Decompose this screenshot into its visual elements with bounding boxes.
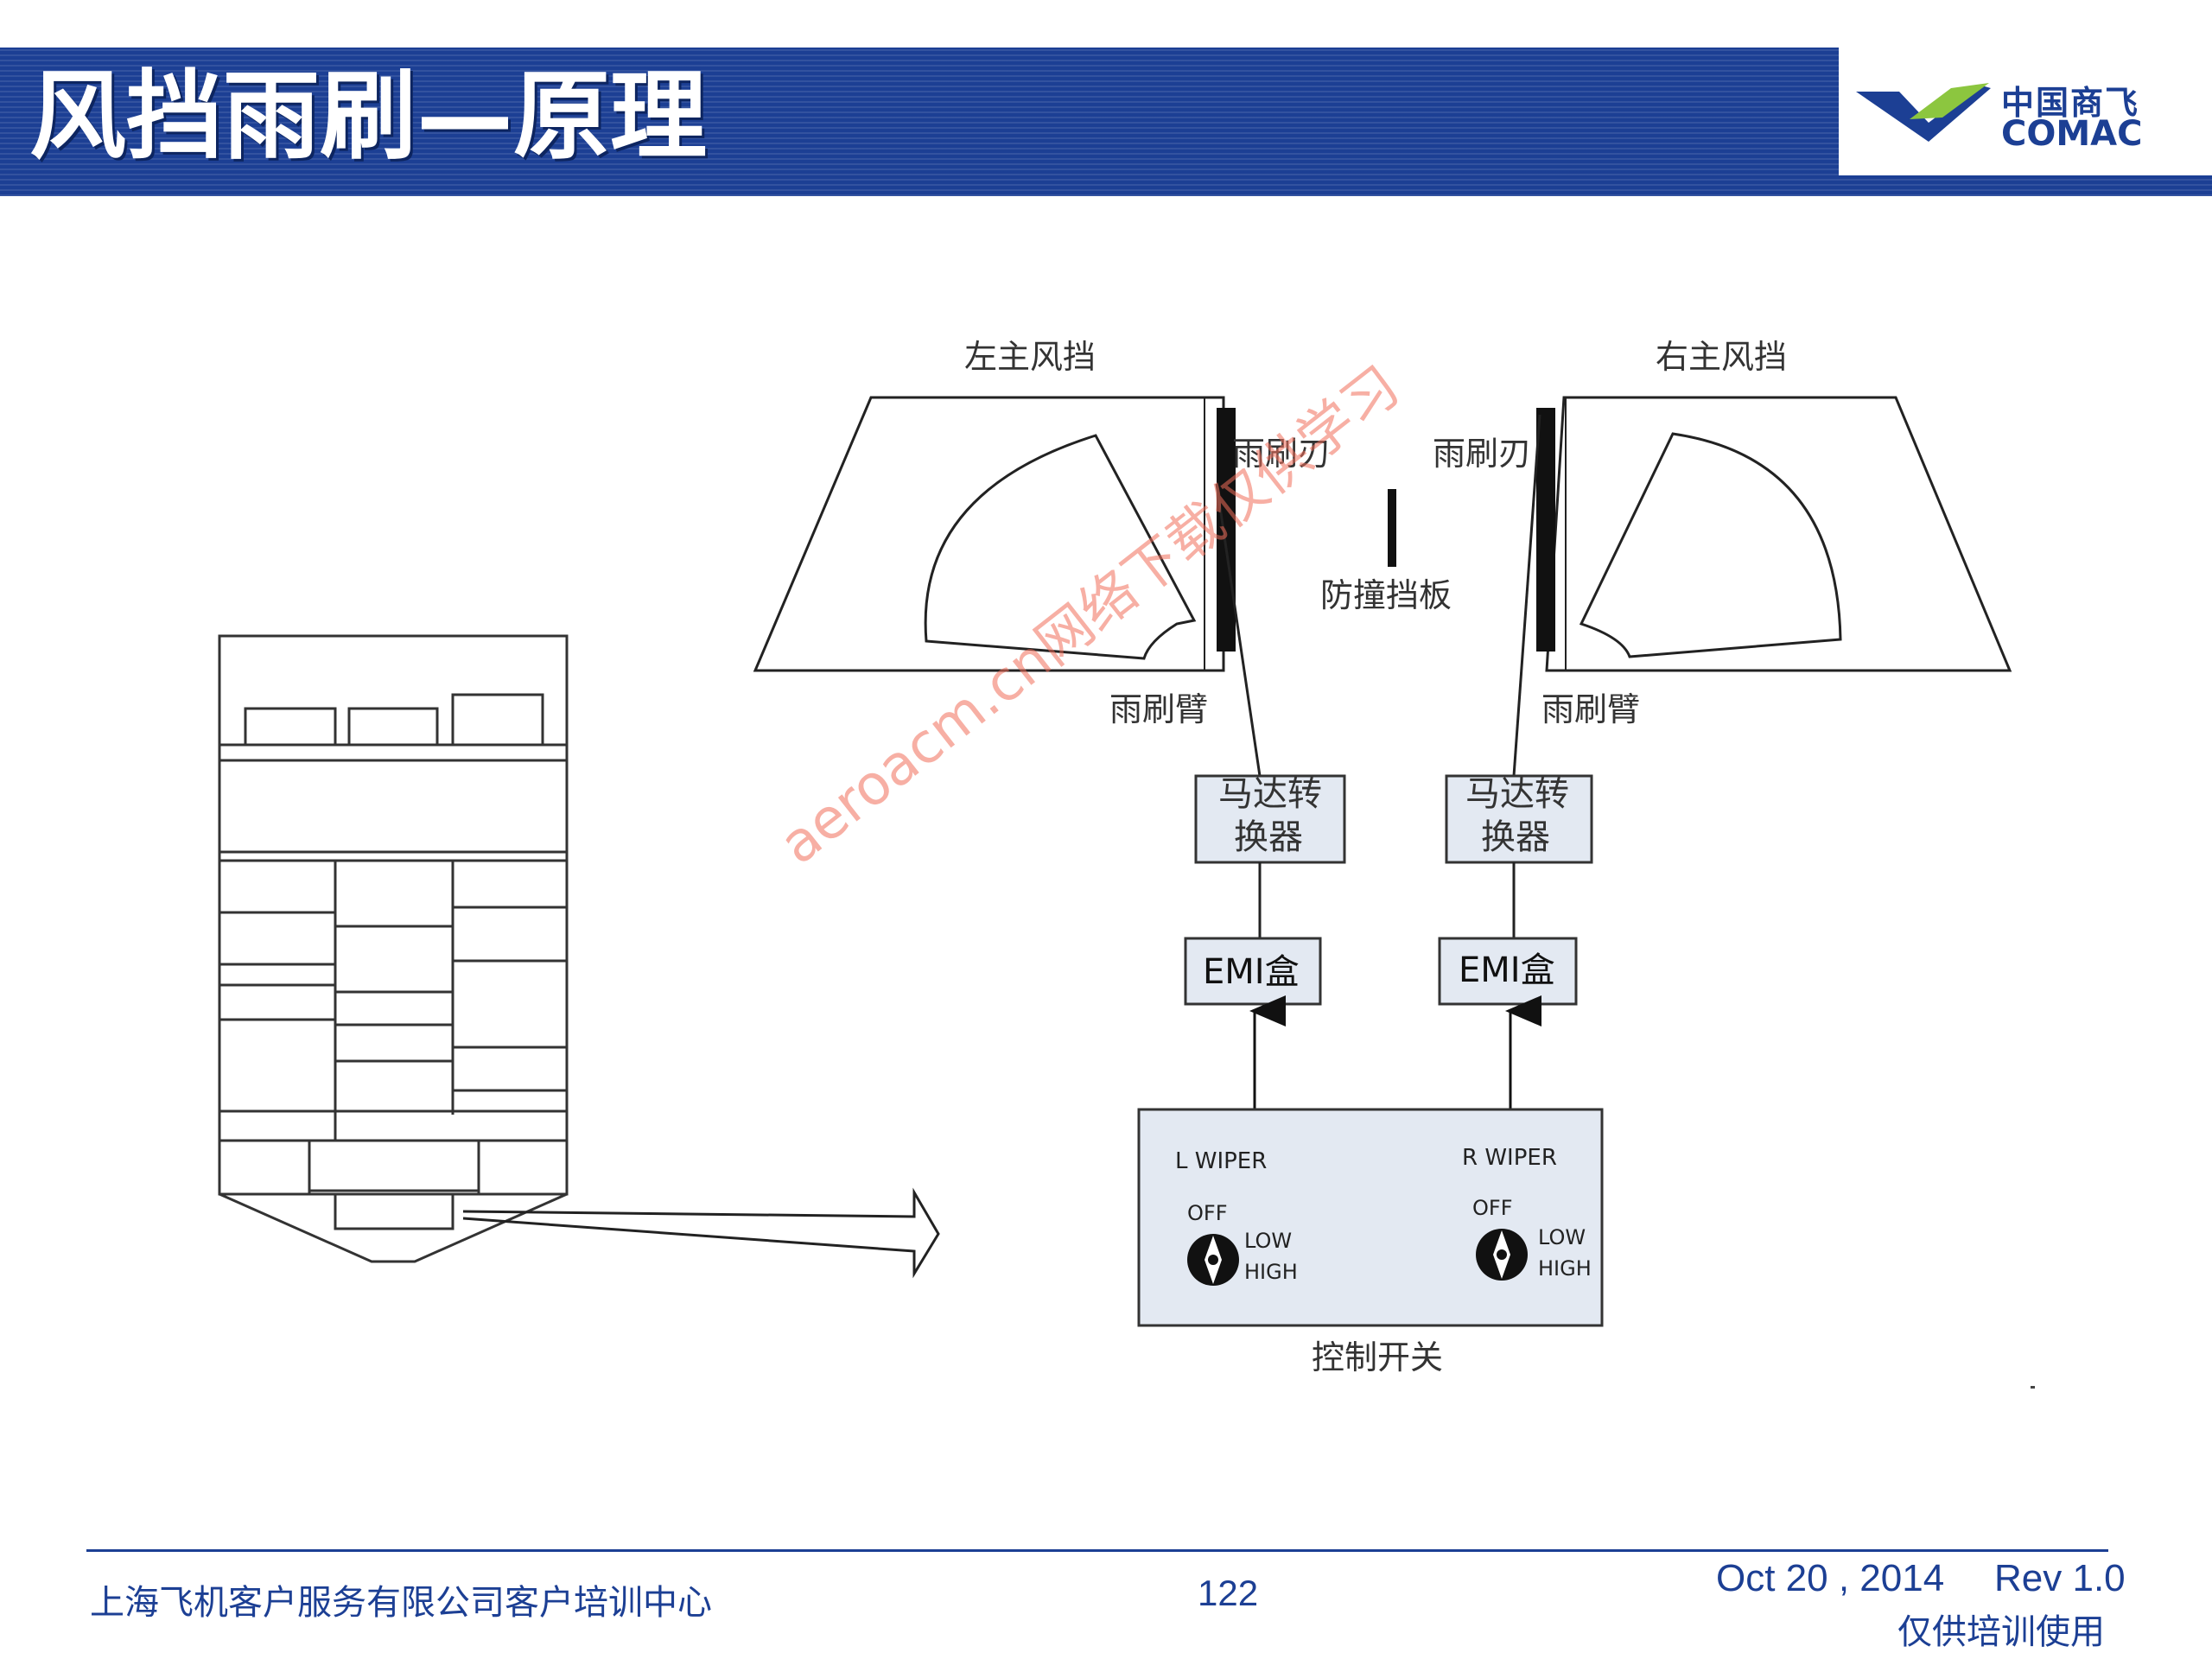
bumper-label: 防撞挡板 (1320, 576, 1452, 614)
page-number: 122 (1198, 1573, 1259, 1613)
page-title: 风挡雨刷—原理 (29, 60, 707, 173)
logo-chinese-text: 中国商飞 (2001, 84, 2140, 122)
right-windshield (1536, 396, 2012, 672)
motor-converter-left (1194, 774, 1346, 864)
r-wiper-label: R WIPER (1462, 1145, 1557, 1171)
left-wiper-knob-icon (1187, 1234, 1239, 1286)
control-switch-label: 控制开关 (1312, 1338, 1443, 1376)
control-switch-panel (1137, 1108, 1604, 1327)
footer-divider (86, 1549, 2108, 1552)
l-high-label: HIGH (1244, 1260, 1298, 1284)
converter-left-line1: 马达转 (1218, 774, 1322, 814)
stray-mark (2031, 1386, 2035, 1389)
footer-date: Oct 20 , 2014 (1716, 1557, 1945, 1599)
wiper-arm-right-label: 雨刷臂 (1541, 690, 1640, 728)
right-windshield-label: 右主风挡 (1656, 338, 1787, 376)
comac-logo-mark-icon (1856, 83, 1991, 142)
r-low-label: LOW (1538, 1225, 1586, 1249)
l-low-label: LOW (1244, 1229, 1292, 1253)
converter-right-line1: 马达转 (1465, 774, 1569, 814)
footer-note: 仅供培训使用 (1897, 1612, 2105, 1652)
emi-right-label: EMI盒 (1459, 950, 1555, 990)
left-windshield (753, 396, 1236, 672)
r-high-label: HIGH (1538, 1256, 1592, 1281)
bumper-strip (1388, 489, 1396, 567)
outline-arrow (462, 1187, 940, 1279)
r-off-label: OFF (1472, 1196, 1513, 1220)
logo-english-text: COMAC (2001, 114, 2143, 154)
converter-right-line2: 换器 (1481, 817, 1550, 857)
emi-left-label: EMI盒 (1203, 952, 1300, 992)
footer-revision: Rev 1.0 (1994, 1557, 2126, 1599)
aircraft-nose-outline (218, 634, 569, 1263)
l-wiper-label: L WIPER (1175, 1148, 1267, 1174)
header-rule (0, 175, 2212, 196)
wiper-arm-right-line (1512, 414, 1541, 777)
comac-logo: 中国商飞 COMAC (1849, 69, 2195, 164)
l-off-label: OFF (1187, 1201, 1228, 1225)
motor-converter-right (1445, 774, 1593, 864)
wiper-arm-left-label: 雨刷臂 (1109, 690, 1208, 728)
footer-organization: 上海飞机客户服务有限公司客户培训中心 (90, 1583, 712, 1623)
header-bar (0, 48, 1839, 175)
right-wiper-knob-icon (1476, 1229, 1528, 1281)
wiper-blade-left-label: 雨刷刃 (1232, 435, 1331, 473)
left-windshield-label: 左主风挡 (964, 338, 1096, 376)
converter-left-line2: 换器 (1234, 817, 1303, 857)
wiper-arm-left-line (1215, 483, 1262, 777)
wiper-blade-right-label: 雨刷刃 (1433, 435, 1531, 473)
